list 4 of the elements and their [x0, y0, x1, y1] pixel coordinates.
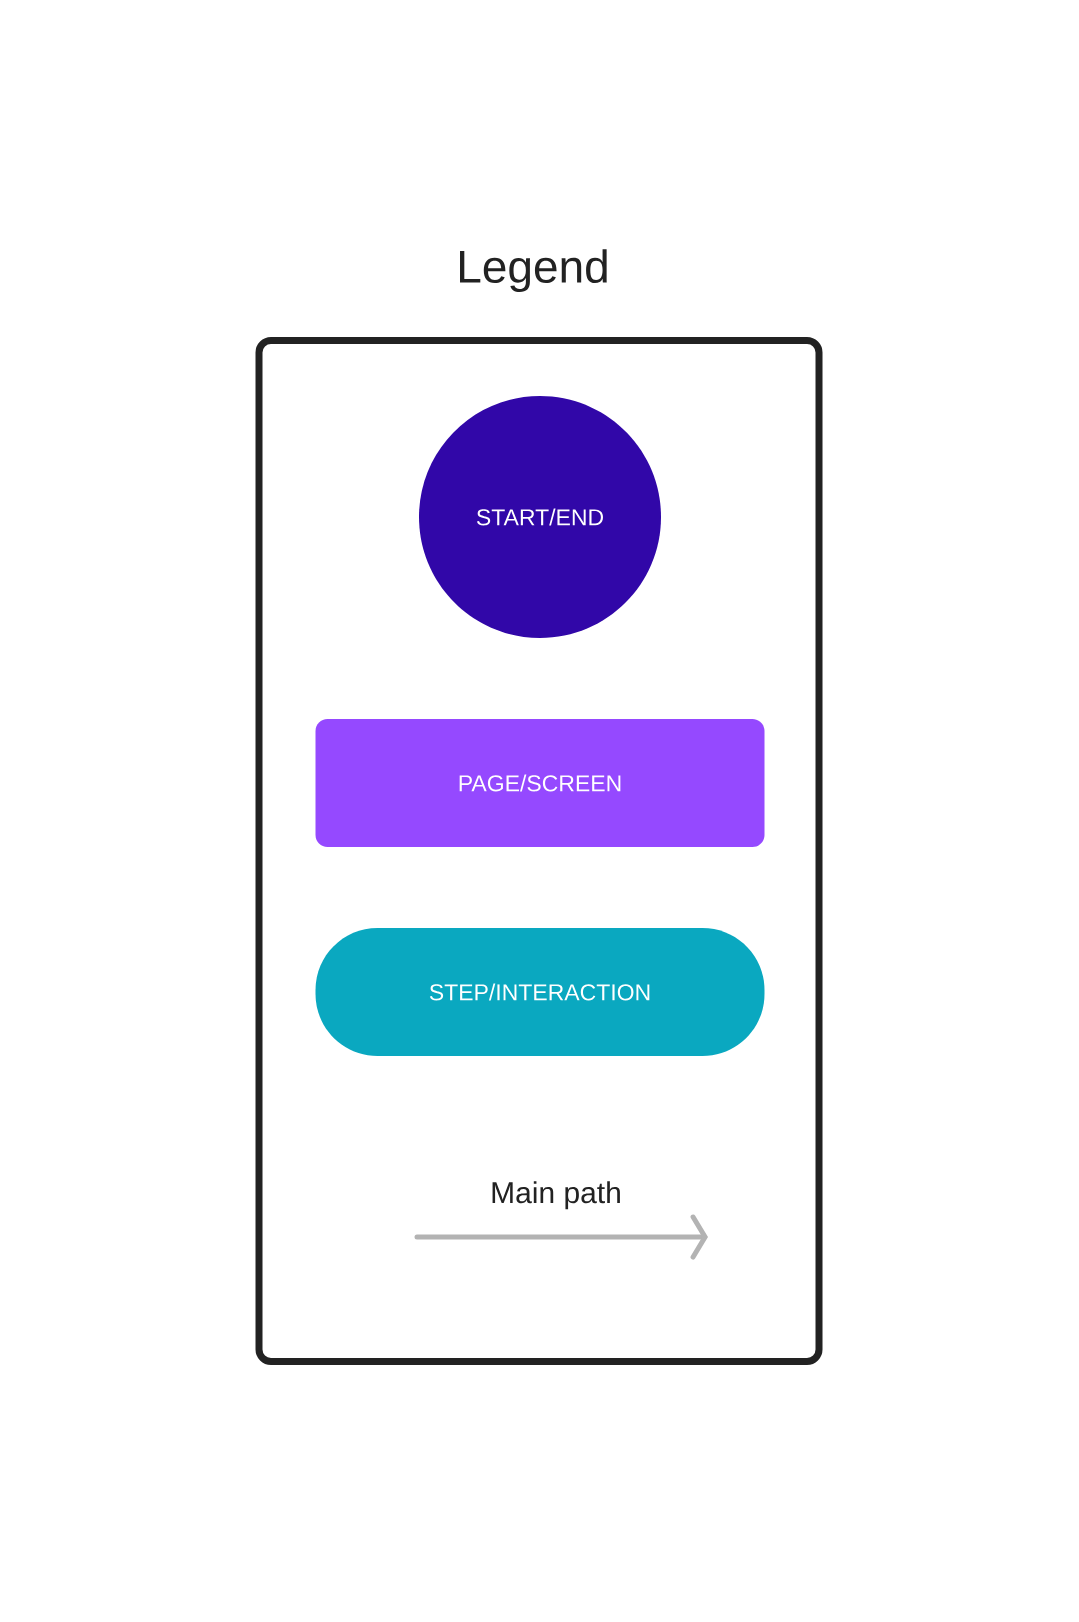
legend-text: Main path [492, 1181, 620, 1210]
legend-title: Legend [460, 249, 607, 293]
page-box: PAGE/SCREEN [315, 719, 765, 847]
step-pill: STEP/INTERACTION [315, 928, 765, 1056]
